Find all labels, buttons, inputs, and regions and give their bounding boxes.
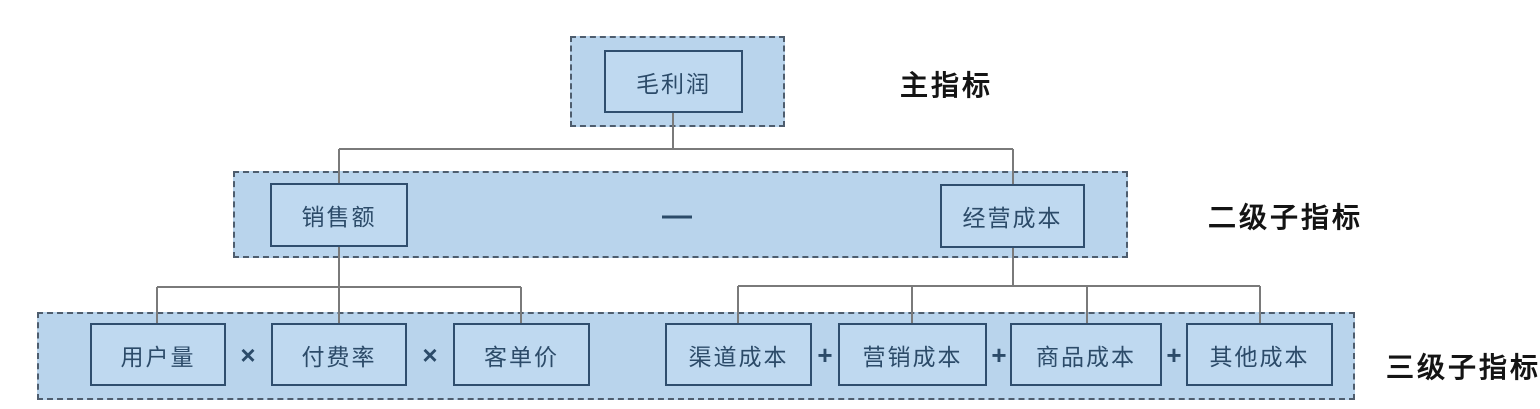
operator-plus-1: +: [817, 339, 833, 370]
node-goods-cost: 商品成本: [1010, 323, 1162, 386]
label-level3: 三级子指标: [1386, 352, 1540, 383]
node-avg-order-value: 客单价: [453, 323, 590, 386]
operator-minus: —: [662, 199, 692, 232]
node-marketing-cost: 营销成本: [838, 323, 987, 386]
operator-plus-2: +: [991, 339, 1007, 370]
label-level1: 主指标: [900, 70, 994, 101]
node-channel-cost: 渠道成本: [665, 323, 812, 386]
node-sales: 销售额: [270, 183, 408, 247]
label-level2: 二级子指标: [1208, 202, 1364, 233]
operator-multiply-2: ×: [422, 339, 438, 370]
operator-multiply-1: ×: [240, 339, 256, 370]
node-operating-cost: 经营成本: [940, 184, 1085, 248]
node-other-cost: 其他成本: [1186, 323, 1333, 386]
operator-plus-3: +: [1166, 339, 1182, 370]
node-pay-rate: 付费率: [271, 323, 407, 386]
node-user-volume: 用户量: [90, 323, 226, 386]
node-gross-profit: 毛利润: [604, 50, 743, 113]
